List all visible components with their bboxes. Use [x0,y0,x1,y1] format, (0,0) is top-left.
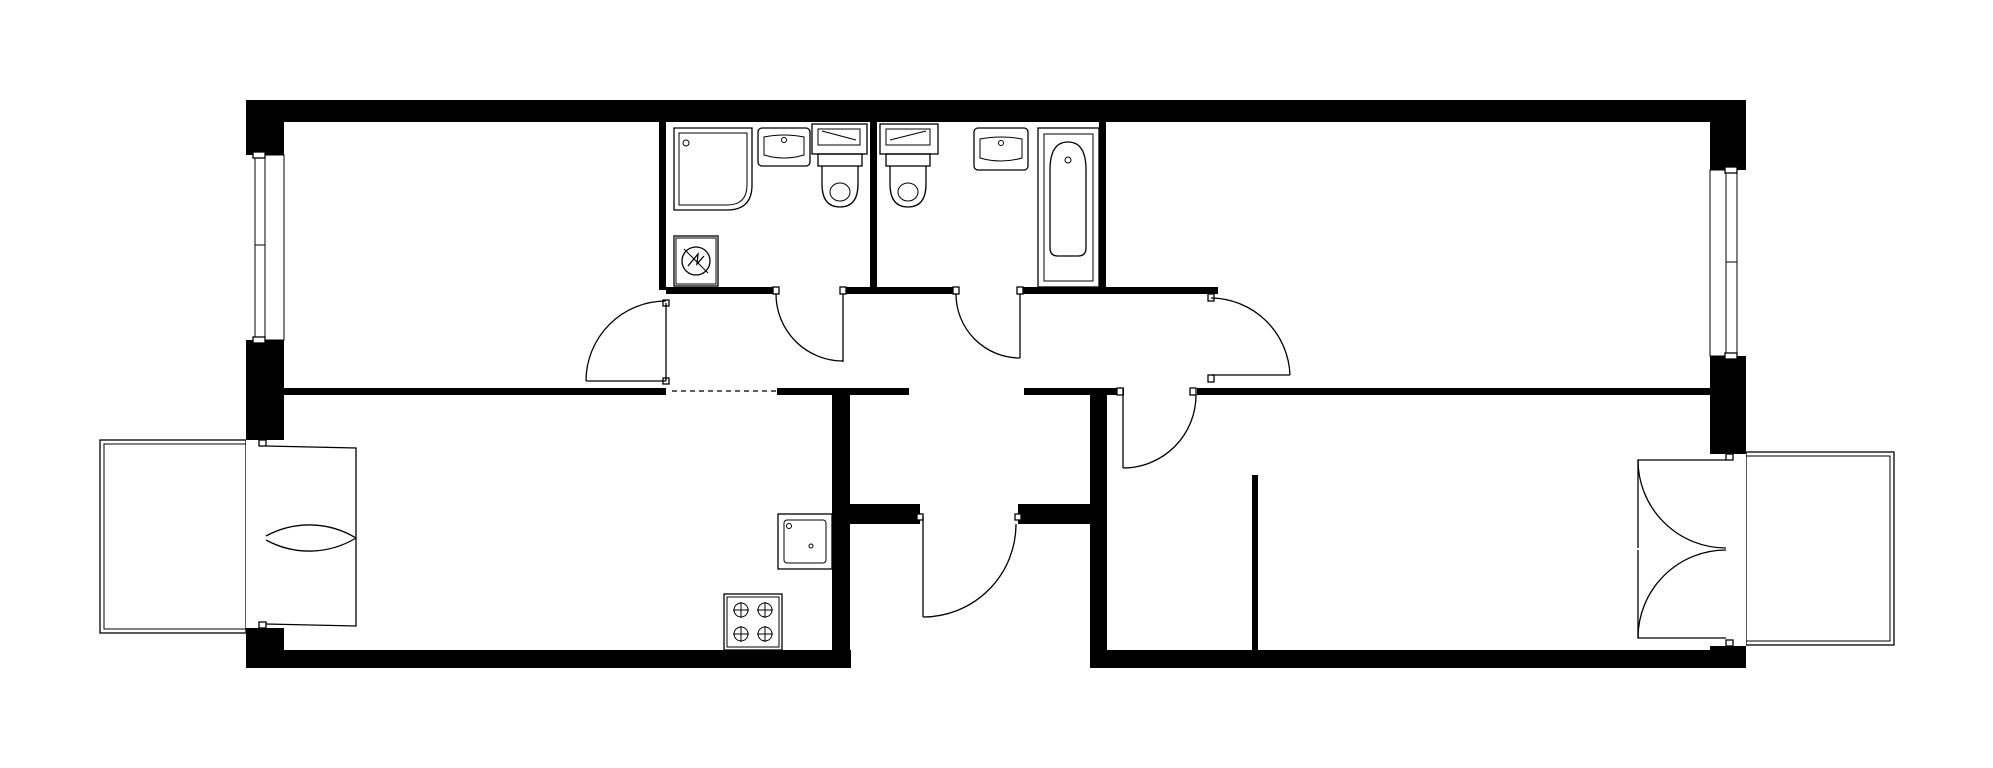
wall-bath-front-3 [1018,287,1218,294]
wall-room-right-left [1090,395,1107,650]
balcony-left [99,439,357,634]
wall-toilet-divider [870,122,877,290]
wall-bath-right [1099,122,1106,290]
wall-left-top [246,100,284,155]
wall-bath-front-1 [666,287,776,294]
wall-kitchen-right [832,395,850,650]
doors [585,286,1291,618]
window-left [246,151,285,344]
toilet-right [879,123,939,208]
wall-right-mid [1710,356,1746,454]
kitchen-fixtures [723,513,833,651]
cooktop [723,593,783,651]
window-right [1709,166,1746,360]
wall-bath-left [659,122,666,290]
wall-bath-front-2 [845,287,955,294]
door-room-top-left [585,299,670,385]
wall-mid-right [1197,388,1710,395]
wall-hall-stub-right [1018,504,1090,524]
wall-mid-hall-left [777,388,909,395]
interior-walls [284,122,1710,650]
shower-tray [673,127,753,211]
wall-left-mid [246,340,284,440]
door-bath-left [772,286,847,362]
wall-partition-right [1252,475,1258,650]
wall-right-top [1710,100,1746,170]
door-room-bottom-right [1116,387,1197,469]
wall-bottom-left [246,650,851,668]
balcony-right [1637,451,1895,647]
washbasin-right [973,127,1029,171]
door-bath-right [952,286,1024,359]
bathroom-tub-fixtures [973,127,1100,288]
washbasin-left [757,127,811,167]
toilet-left [811,123,868,208]
wall-top [246,100,1746,122]
door-entrance [916,513,1022,618]
wall-mid-left [284,388,666,395]
bathroom-shower-fixtures [673,127,811,287]
outer-walls [246,100,1746,668]
washing-machine [673,235,719,287]
wall-bottom-right [1090,650,1746,668]
wall-mid-hall-right [1024,388,1124,395]
wall-hall-stub-left [850,504,920,524]
door-room-top-right [1207,293,1291,383]
bathtub [1037,127,1100,288]
kitchen-sink [777,513,833,570]
